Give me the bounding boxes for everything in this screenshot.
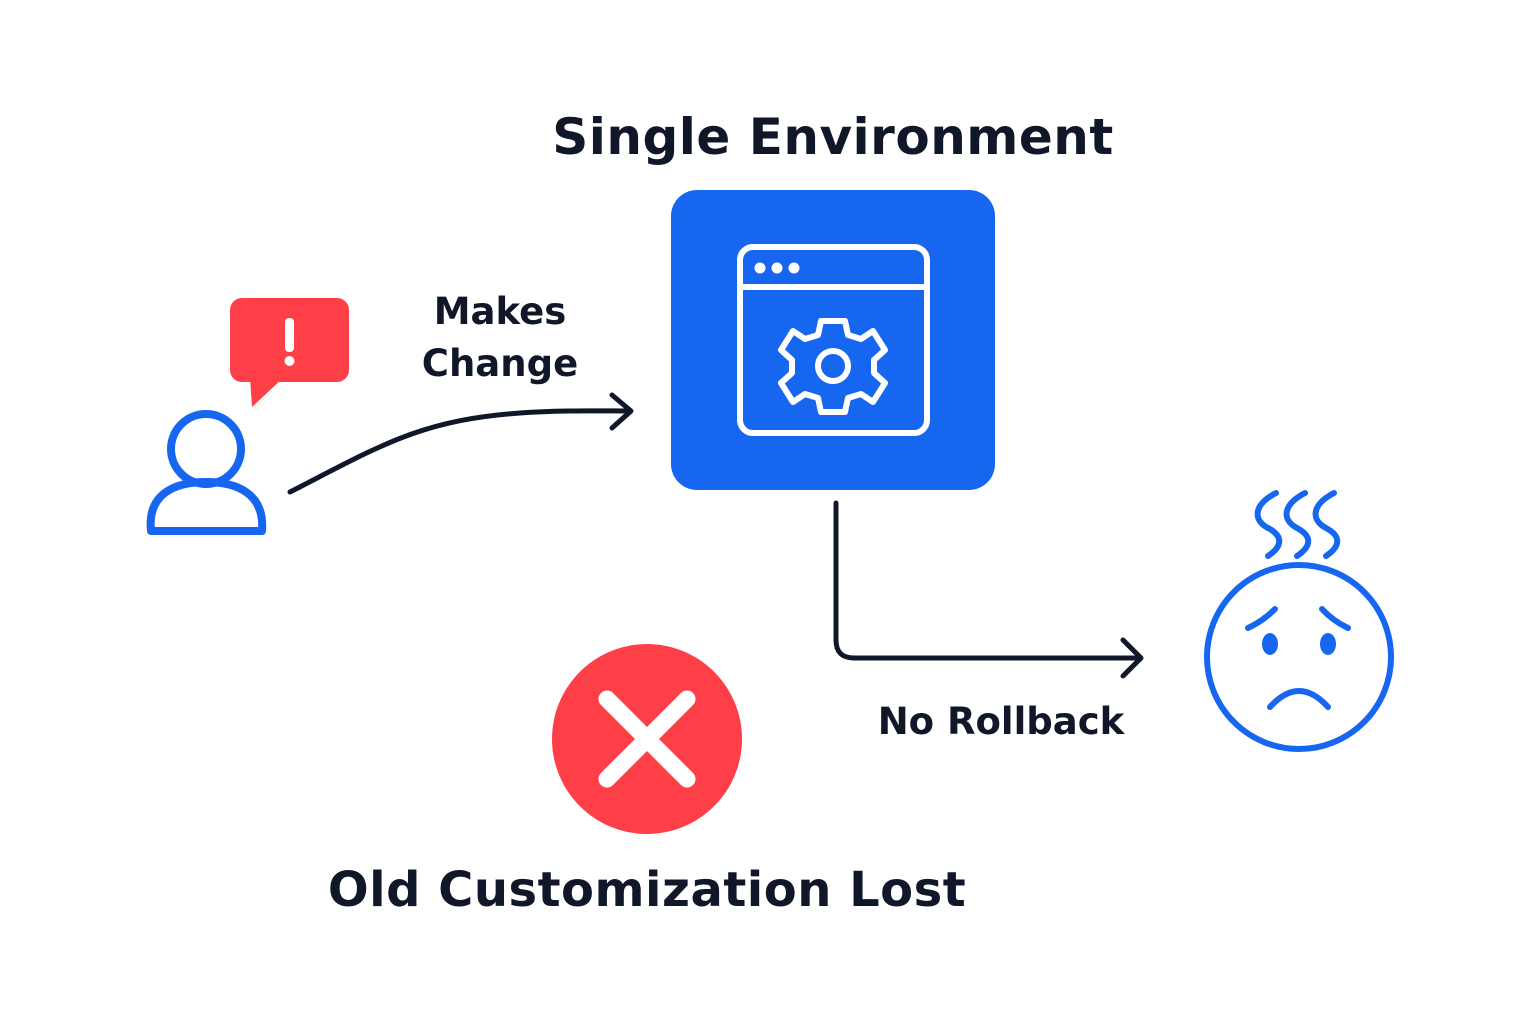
user-icon — [146, 410, 267, 535]
makes-change-arrow — [287, 392, 634, 495]
browser-window-gear-icon — [737, 244, 930, 436]
environment-box — [671, 190, 995, 490]
alert-speech-bubble-icon — [230, 298, 349, 407]
sad-sweating-face-icon — [1204, 490, 1394, 752]
close-circle-icon — [552, 644, 742, 834]
steam-lines — [1254, 490, 1341, 559]
gear-icon — [778, 318, 888, 415]
old-customization-lost-label: Old Customization Lost — [327, 862, 967, 918]
no-rollback-arrow — [833, 500, 1144, 679]
page-title: Single Environment — [552, 108, 1114, 166]
makes-change-label: Makes Change — [421, 290, 579, 385]
no-rollback-label: No Rollback — [877, 700, 1125, 743]
